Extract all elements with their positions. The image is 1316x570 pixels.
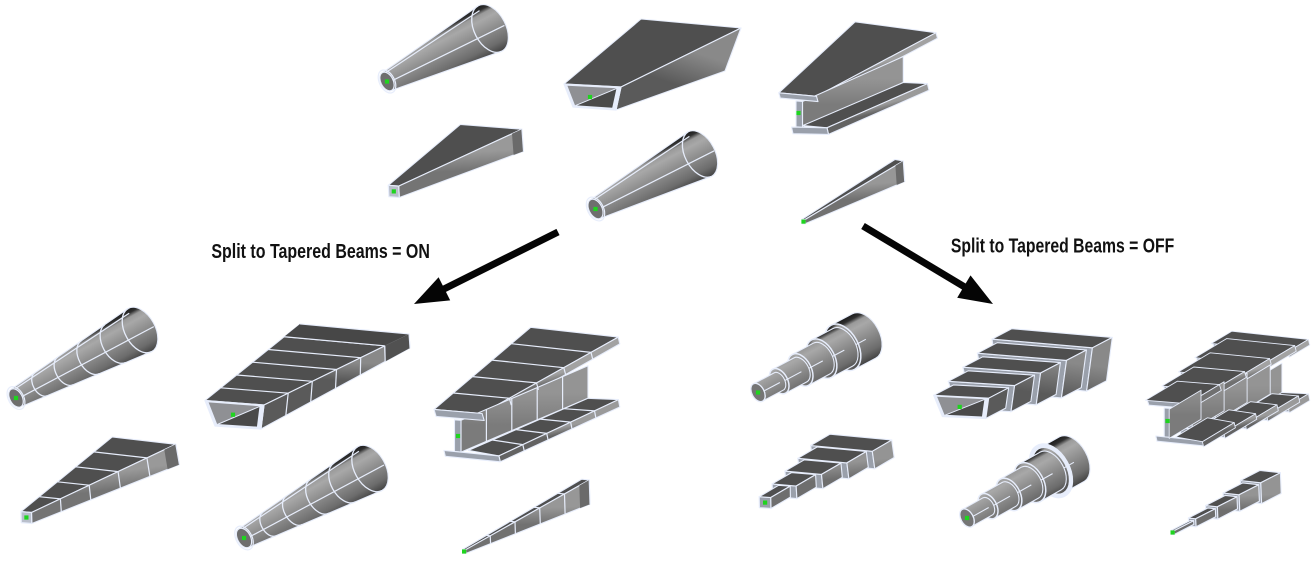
svg-text:Split to Tapered Beams = ON: Split to Tapered Beams = ON bbox=[211, 241, 430, 263]
svg-text:Split to Tapered Beams = OFF: Split to Tapered Beams = OFF bbox=[951, 236, 1174, 258]
